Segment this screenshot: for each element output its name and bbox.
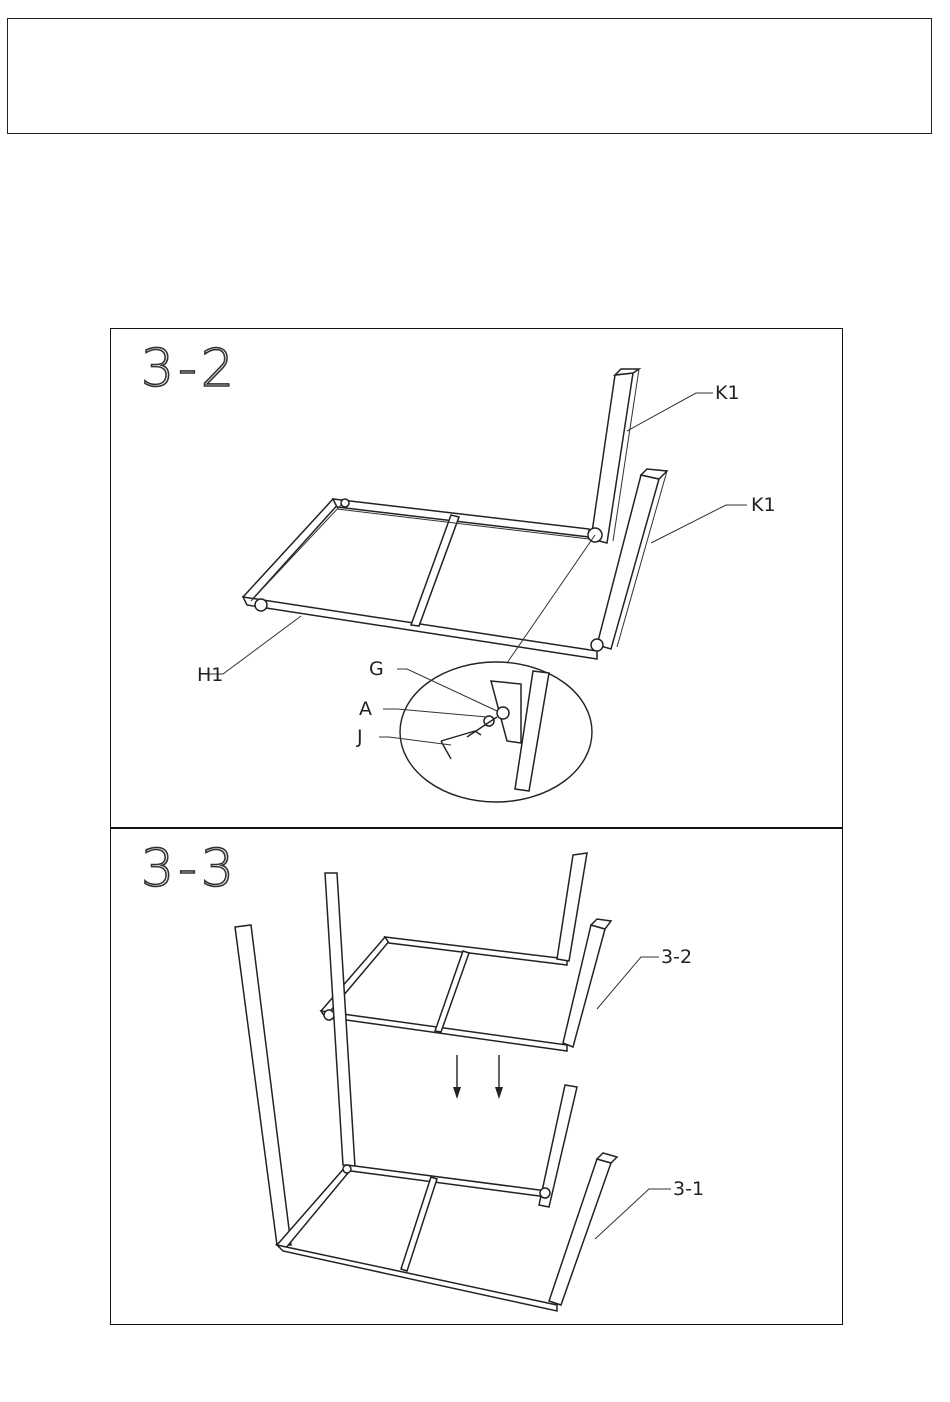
label-3-2: 3-2 bbox=[661, 946, 692, 968]
header-box bbox=[7, 18, 932, 134]
label-k1-side: K1 bbox=[751, 494, 776, 516]
label-j: J bbox=[356, 726, 363, 748]
step-panel-3-3: 3-3 3-2 bbox=[110, 828, 843, 1325]
step-panel-3-2: 3-2 K1 K1 bbox=[110, 328, 843, 828]
upper-assembly bbox=[321, 853, 611, 1051]
label-k1-top: K1 bbox=[715, 382, 740, 404]
detail-callout bbox=[400, 662, 592, 802]
label-a: A bbox=[359, 698, 372, 720]
assembly-diagram-3-3: 3-2 3-1 bbox=[111, 829, 844, 1326]
label-g: G bbox=[369, 658, 384, 680]
frame-h1 bbox=[243, 499, 597, 659]
label-h1: H1 bbox=[197, 664, 223, 686]
assembly-diagram-3-2: K1 K1 H1 G A J bbox=[111, 329, 844, 829]
down-arrows bbox=[453, 1055, 503, 1099]
label-3-1: 3-1 bbox=[673, 1178, 704, 1200]
